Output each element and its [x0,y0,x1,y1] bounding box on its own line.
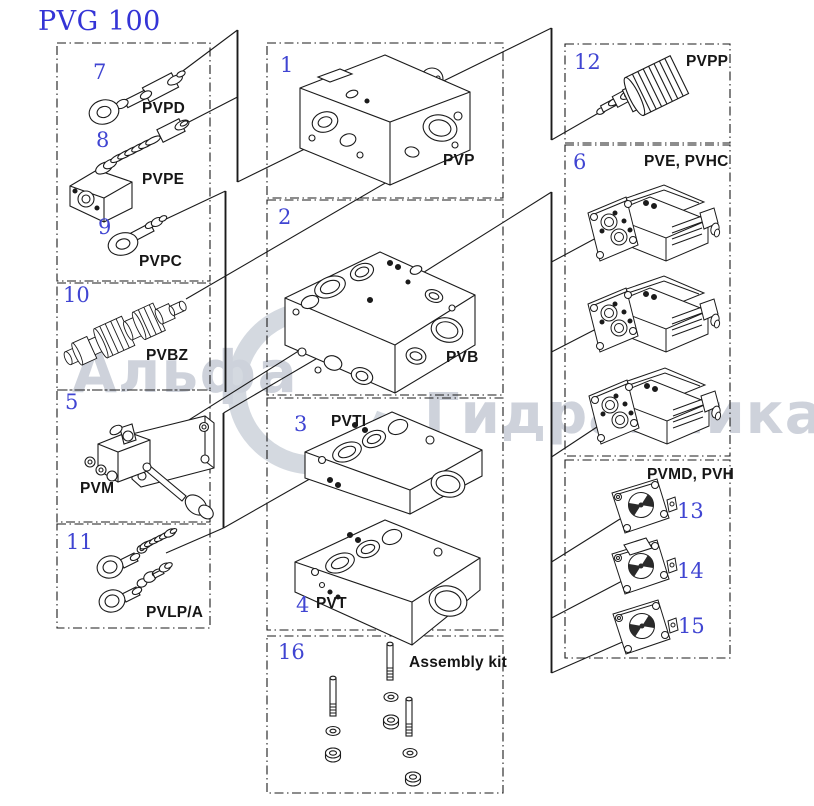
box-pvp [266,42,504,199]
item-number-6: 6 [573,150,587,174]
box-pvpp [564,43,731,144]
box-covers [564,459,731,659]
item-number-9: 9 [98,215,112,239]
part-label-pvb: PVB [446,349,479,366]
cover-13-drawing [611,478,678,534]
part-label-covers: PVMD, PVH [647,466,735,483]
part-label-pvti: PVTI [331,413,367,430]
item-number-15: 15 [678,614,705,638]
pve-module-1-drawing [587,184,722,262]
part-label-pvt: PVT [316,595,347,612]
box-pvpd-pvpe-pvpc [56,42,211,282]
item-number-7: 7 [93,60,107,84]
pve-module-3-drawing [588,367,723,445]
item-number-16: 16 [278,640,305,664]
part-label-pvlp: PVLP/A [146,604,204,621]
part-label-pvpe: PVPE [142,171,185,188]
part-label-pvbz: PVBZ [146,347,189,364]
pvm-part-drawing [84,415,215,520]
part-label-pvpd: PVPD [142,100,186,117]
pvt-part-drawing [294,519,481,646]
item-number-10: 10 [63,283,90,307]
part-label-pve: PVE, PVHC [644,153,729,170]
page-title: PVG 100 [38,6,161,37]
item-number-1: 1 [280,53,294,77]
item-number-5: 5 [65,390,79,414]
pvpp-part-drawing [596,54,690,117]
item-number-12: 12 [574,50,601,74]
pvp-part-drawing [299,54,471,186]
pvpe-part-drawing [69,118,190,223]
item-number-11: 11 [66,530,93,554]
part-label-pvm: PVM [80,480,115,497]
cover-15-drawing [612,599,679,655]
item-number-3: 3 [294,412,308,436]
box-pve [564,144,731,457]
item-number-14: 14 [677,559,704,583]
pve-module-2-drawing [587,275,722,353]
cover-14-extra-block [623,537,653,556]
pvbz-part-drawing [63,300,187,366]
item-number-2: 2 [278,205,292,229]
item-number-4: 4 [296,593,310,617]
box-pvb [266,199,504,396]
box-pvlp [56,523,211,629]
part-label-pvpp: PVPP [686,53,729,70]
box-assembly-kit [266,635,504,794]
pvpd-part-drawing [88,70,186,125]
item-number-13: 13 [677,499,704,523]
pvlp-part-drawing [96,528,178,613]
pvti-part-drawing [304,411,483,515]
item-number-8: 8 [96,128,110,152]
part-label-assembly-kit: Assembly kit [409,654,508,671]
pvpc-part-drawing [107,215,168,256]
assembly-kit-drawing [324,641,422,787]
part-label-pvp: PVP [443,152,475,169]
part-label-pvpc: PVPC [139,253,183,270]
pvb-part-drawing [284,251,476,394]
